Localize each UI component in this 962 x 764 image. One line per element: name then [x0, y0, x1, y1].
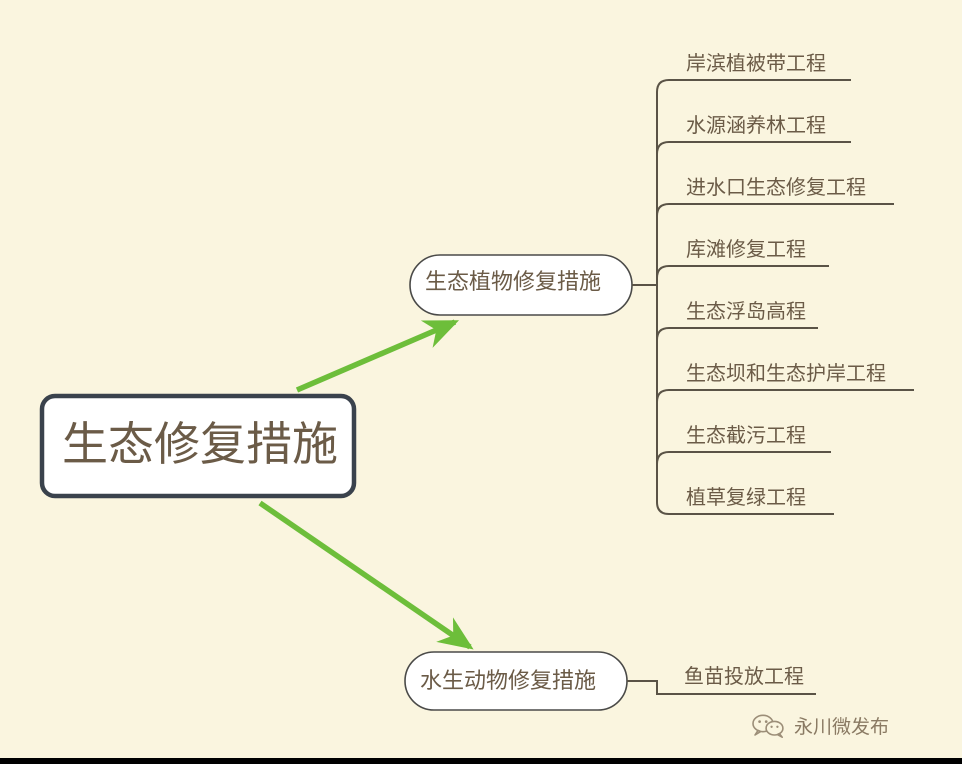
watermark: 永川微发布 — [752, 712, 889, 739]
connector-child-8 — [656, 501, 834, 515]
leaf-label-animal-1: 鱼苗投放工程 — [684, 666, 804, 688]
leaf-label-plant-8: 植草复绿工程 — [686, 487, 806, 509]
bottom-black-strip — [0, 758, 962, 764]
wechat-icon — [752, 714, 784, 738]
connector-child-1 — [656, 79, 851, 93]
leaf-label-plant-1: 岸滨植被带工程 — [686, 53, 826, 75]
leaf-label-plant-6: 生态坝和生态护岸工程 — [686, 363, 886, 385]
branch-node-plant-label: 生态植物修复措施 — [425, 269, 602, 294]
branch-node-animal-label: 水生动物修复措施 — [420, 668, 597, 693]
connector-child-3 — [656, 203, 894, 217]
connector-child-6 — [656, 389, 914, 403]
leaf-label-plant-5: 生态浮岛高程 — [686, 301, 806, 323]
leaf-label-plant-2: 水源涵养林工程 — [686, 115, 826, 137]
connector-child-2 — [656, 141, 851, 155]
watermark-text: 永川微发布 — [794, 716, 890, 738]
connector-animal-to-fish — [627, 680, 816, 695]
leaf-label-plant-4: 库滩修复工程 — [686, 239, 806, 261]
arrow-root-to-animal — [258, 500, 474, 650]
leaf-label-plant-3: 进水口生态修复工程 — [686, 177, 866, 199]
root-node-box[interactable] — [39, 393, 357, 499]
leaf-label-plant-7: 生态截污工程 — [686, 425, 806, 447]
connector-child-5 — [656, 327, 818, 341]
arrow-root-to-plant — [295, 319, 460, 393]
root-node-label: 生态修复措施 — [62, 418, 338, 470]
connector-child-4 — [656, 265, 829, 279]
connector-child-7 — [656, 451, 831, 465]
